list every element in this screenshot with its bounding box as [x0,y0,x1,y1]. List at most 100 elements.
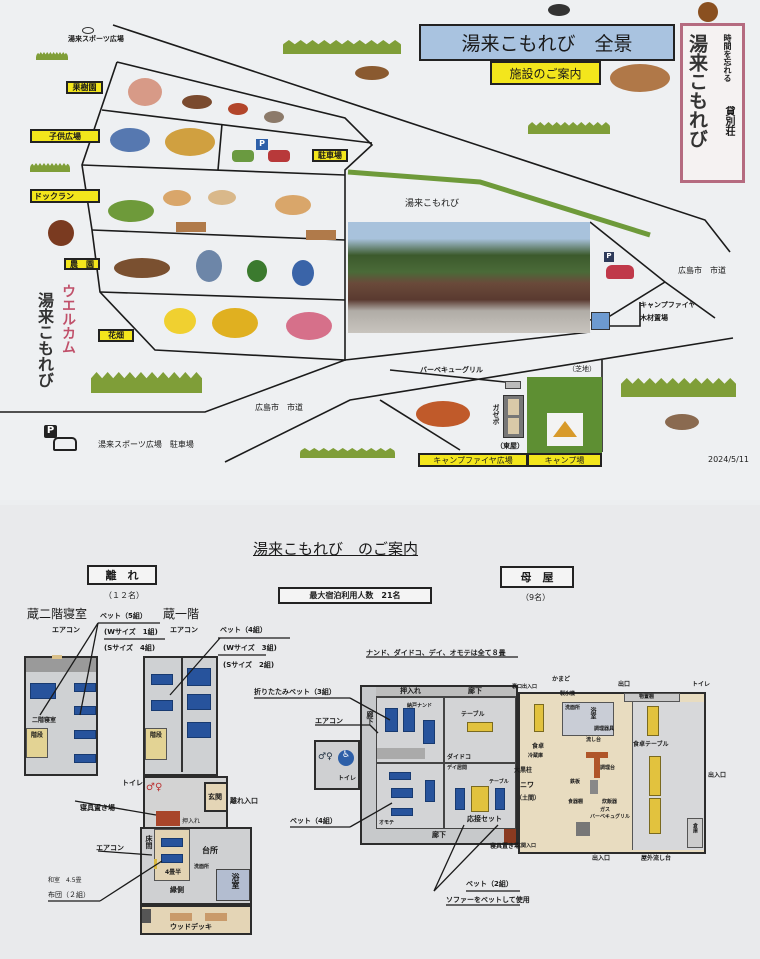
bedding-storage [504,829,516,843]
date-label: 2024/5/11 [708,455,750,464]
dei-label: デイ居間 [447,765,468,771]
fridge-label: 冷蔵庫 [528,753,544,759]
griddle-label: 鉄板 [570,779,581,785]
engawa-label: 縁側 [170,886,184,894]
kura2-title: 蔵二階寝室 [27,607,88,621]
dining-table-label: 食卓テーブル [633,741,669,748]
dining-table [649,756,661,796]
bed [74,754,96,763]
map-lines [0,24,734,463]
kura1-s-size: (Sサイズ 2組) [223,661,275,669]
campfire-icon [416,401,470,427]
flower-field-label: 花畑 [98,329,134,342]
car-icon [53,437,77,451]
toilet-label: トイレ [122,779,143,787]
kura1-title: 蔵一階 [163,607,200,621]
gazebo-icon [503,395,524,438]
kids-plaza-label: 子供広場 [30,129,100,143]
counter-label: 調理台 [600,765,616,771]
parking-sign-icon: P [44,425,57,438]
omoya-bath: 洗面所 浴室 [562,702,614,736]
sofa-bed [495,788,505,810]
tatami-room: 4畳半 [154,829,190,881]
dog-run-label: ドックラン [30,189,100,203]
annex-entrance[interactable]: 玄関 [204,782,228,812]
kura1-aircon-label: エアコン [170,626,198,634]
stairs[interactable]: 階段 [145,728,167,760]
kitchen-label: 台所 [202,846,218,855]
facility-label: 湯来こもれび [405,199,460,209]
sign-tagline-2: 貸別荘 [723,106,734,136]
kura1-room: 階段 [143,656,218,776]
parking-sign-icon: P [256,139,268,150]
daidoko-room: テーブル ダイドコ [444,697,516,763]
scarecrow-icon [292,260,314,286]
corridor-label: 廊下 [432,831,446,839]
monkeys-icon [610,64,670,92]
bed [187,694,211,710]
niwa-label: ニワ [520,781,534,789]
bottom-door-label[interactable]: 出入口 [592,855,611,862]
table [471,786,489,812]
bed [74,730,96,739]
mole-icon [264,111,284,123]
table [467,722,493,732]
map-subtitle: 施設のご案内 [490,61,601,85]
campfire-plaza-label: キャンプファイヤ広場 [418,453,528,467]
arrow-icon [82,27,94,34]
bedding-storage [156,811,180,826]
gas-label: ガス [600,807,611,813]
washitsu-label: 和室 4.5畳 [48,877,82,884]
dining-table [647,706,659,736]
aircon-icon [154,859,157,869]
boar-icon [355,66,389,80]
grass-icon [528,122,610,134]
campfire-wood-label: キャンプファイヤ [640,301,696,309]
bed [403,708,415,732]
exit-label[interactable]: 出口 [618,681,631,688]
kura1-beds-label: ベット（4組） [220,626,267,634]
annex-entrance-label: 離れ入口 [230,797,258,805]
stairs[interactable]: 階段 [26,728,48,758]
aircon2-label: エアコン [96,844,124,852]
back-door-label[interactable]: 裏口出入口 [512,684,538,690]
counter-icon [594,758,600,778]
beds2-label: ベット（2組） [466,880,513,888]
grass-icon [36,52,68,60]
tulip-icon [286,312,332,340]
room-size-note: ナンド、ダイドコ、デイ、オモテは全て８畳 [366,649,506,657]
chestnut-icon [182,95,212,109]
wood-storage-leader [610,302,641,327]
field-divider [99,291,346,301]
hillside-grass [347,169,651,238]
fence-icon [306,230,336,240]
farm-label: 農 園 [64,258,100,270]
persimmon-icon [228,103,248,115]
side-door-label[interactable]: 出入口 [708,772,727,779]
nando-label: 納戸ナンド [407,703,433,709]
tanuki-icon [698,2,718,22]
kura2-aircon-label: エアコン [52,626,80,634]
road-north [112,24,731,253]
utensils-label: 調理器具 [594,726,615,732]
corridor-label: 廊下 [468,687,482,695]
futon [161,854,183,863]
kura2-s-size: (Sサイズ 4組) [104,644,156,652]
crow-icon [548,4,570,16]
kids-playing-icon [110,128,150,152]
kura2-beds-label: ベット（5組） [100,612,147,620]
front-door-label[interactable]: 玄関入口 [516,843,537,849]
girl-with-dog-icon [108,200,154,222]
beds4-label: ベット（4組） [290,817,337,825]
bbq-label: バーベキュグリル [590,814,631,820]
bedding-label: 寝具置き場 [80,804,115,812]
dining-table [649,798,661,834]
ice-maker-label: 製氷機 [560,691,576,697]
welcome-name: 湯来こもれび [35,292,54,388]
deck-label: ウッドデッキ [170,923,212,931]
omoya-west: 押入れ 廊下 廊下 納戸ナンド テーブル ダイドコ オモテ デイ居間 テーブル [360,685,518,845]
dining-hall: 食卓テーブル 倉庫 [632,702,704,850]
dog-icon [208,190,236,205]
doma-label: （土間） [516,795,541,802]
sofa-bed [455,788,465,810]
